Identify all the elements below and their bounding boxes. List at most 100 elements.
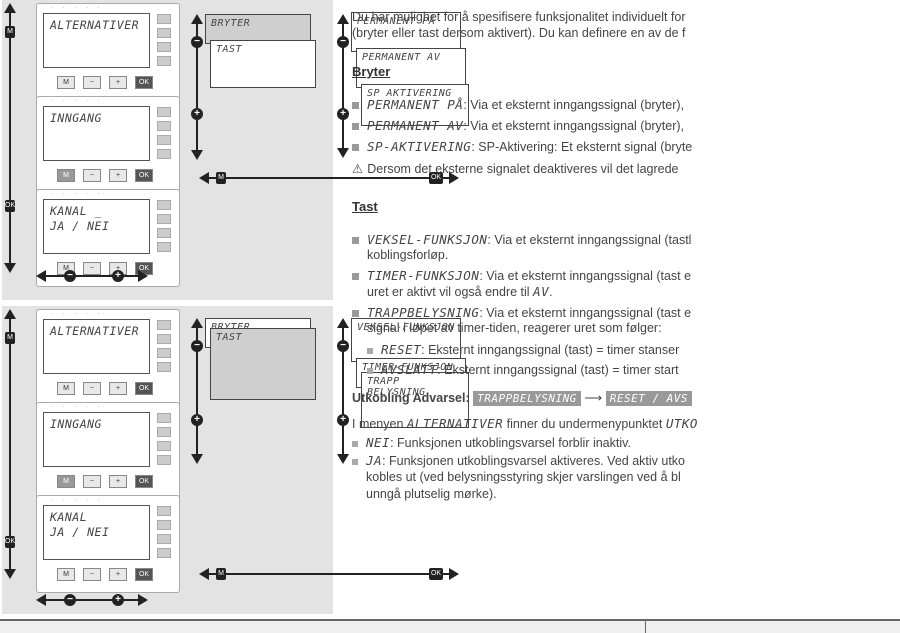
menu-option-tast[interactable]: TAST xyxy=(210,40,316,88)
plus-circle-icon: + xyxy=(112,594,124,606)
menu-option-sp-aktivering[interactable]: SP AKTIVERING xyxy=(361,84,469,126)
minus-button[interactable]: − xyxy=(83,568,101,581)
device-screen: · · · · · INNGANG M − + OK xyxy=(36,402,180,500)
menu-chip: RESET / AVS xyxy=(605,391,693,406)
menu-option-permanent-av[interactable]: PERMANENT AV xyxy=(356,48,466,88)
ok-button[interactable]: OK xyxy=(135,475,153,488)
horizontal-axis-line xyxy=(44,275,140,277)
arrow-right-icon xyxy=(138,270,148,282)
menu-chip: TRAPPBELYSNING xyxy=(473,391,581,406)
menu-option-veksel-funksjon[interactable]: VEKSEL-FUNKSJON xyxy=(351,318,461,362)
list-item-continuation: unngå plutselig mørke). xyxy=(366,487,497,501)
arrow-down-icon xyxy=(337,148,349,158)
plus-circle-icon: + xyxy=(337,108,349,120)
advarsel-line: Utkobling Advarsel: TRAPPBELYSNING ⟶ RES… xyxy=(352,390,693,406)
plus-circle-icon: + xyxy=(337,414,349,426)
ok-button-marker: OK xyxy=(429,568,443,580)
device-screen: · · · · · ALTERNATIVER M − + OK xyxy=(36,309,180,407)
bullet-icon xyxy=(352,123,359,131)
m-button-marker: M xyxy=(5,332,15,344)
arrow-down-icon xyxy=(4,263,16,273)
bullet-icon xyxy=(352,237,359,245)
menu-option-trapp-belysning[interactable]: TRAPP BELYSNING xyxy=(361,372,469,428)
plus-button[interactable]: + xyxy=(109,568,127,581)
plus-circle-icon: + xyxy=(191,108,203,120)
warning-triangle-icon: ⚠ xyxy=(352,162,364,176)
menu-option-tast[interactable]: TAST xyxy=(210,328,316,400)
plus-circle-icon: + xyxy=(112,270,124,282)
menu-option-bryter[interactable]: BRYTER xyxy=(205,14,311,44)
m-button-marker: M xyxy=(216,568,226,580)
sub-list-item: AVSLATT: Eksternt inngangssignal (tast) … xyxy=(367,362,679,377)
minus-circle-icon: − xyxy=(64,594,76,606)
bullet-icon xyxy=(352,310,359,318)
arrow-right-icon xyxy=(449,172,459,184)
plus-circle-icon: + xyxy=(191,414,203,426)
arrow-right-icon xyxy=(449,568,459,580)
minus-circle-icon: − xyxy=(191,340,203,352)
minus-circle-icon: − xyxy=(337,36,349,48)
arrow-up-icon xyxy=(337,318,349,328)
plus-button[interactable]: + xyxy=(109,382,127,395)
section-heading-bryter: Bryter xyxy=(352,64,391,79)
sub-list-item: RESET: Eksternt inngangssignal (tast) = … xyxy=(367,342,679,357)
plus-button[interactable]: + xyxy=(109,169,127,182)
m-button[interactable]: M xyxy=(57,475,75,488)
plus-button[interactable]: + xyxy=(109,475,127,488)
minus-button[interactable]: − xyxy=(83,262,101,275)
bullet-icon xyxy=(352,102,359,110)
menu-option-permanent-pa[interactable]: PERMANENT PÅ xyxy=(351,12,461,52)
lcd-display: KANAL _JA / NEI xyxy=(43,199,150,254)
bullet-icon xyxy=(367,347,373,354)
ok-button[interactable]: OK xyxy=(135,382,153,395)
warning-note: ⚠Dersom det eksterne signalet deaktivere… xyxy=(352,162,679,176)
m-button[interactable]: M xyxy=(57,76,75,89)
list-item-continuation: signal i løpet av timer-tiden, reagerer … xyxy=(367,321,662,335)
m-button-marker: M xyxy=(216,172,226,184)
ok-button[interactable]: OK xyxy=(135,169,153,182)
intro-line-2: (bryter eller tast dersom aktivert). Du … xyxy=(352,26,686,40)
arrow-left-icon xyxy=(199,568,209,580)
ok-button[interactable]: OK xyxy=(135,568,153,581)
plus-button[interactable]: + xyxy=(109,76,127,89)
minus-button[interactable]: − xyxy=(83,382,101,395)
arrow-down-icon xyxy=(191,454,203,464)
figure-panel-1: M OK · · · · · ALTERNATIVER M − + OK · ·… xyxy=(2,0,469,300)
list-item: JA: Funksjonen utkoblingsvarsel aktivere… xyxy=(352,453,685,468)
ok-button-marker: OK xyxy=(5,200,15,212)
arrow-left-icon xyxy=(36,270,46,282)
vertical-axis-line xyxy=(9,12,11,265)
minus-button[interactable]: − xyxy=(83,475,101,488)
minus-button[interactable]: − xyxy=(83,76,101,89)
intro-line-1: Du har mulighet for å spesifisere funksj… xyxy=(352,10,686,24)
lcd-display: INNGANG xyxy=(43,106,150,161)
section-heading-tast: Tast xyxy=(352,199,378,214)
arrow-down-icon xyxy=(4,569,16,579)
menu-description: I menyen ALTERNATIVER finner du undermen… xyxy=(352,416,698,431)
m-button[interactable]: M xyxy=(57,169,75,182)
arrow-up-icon xyxy=(337,14,349,24)
device-screen: · · · · · KANAL _JA / NEI M − + OK xyxy=(36,189,180,287)
list-item: VEKSEL-FUNKSJON: Via et eksternt inngang… xyxy=(352,232,691,247)
m-button[interactable]: M xyxy=(57,382,75,395)
minus-button[interactable]: − xyxy=(83,169,101,182)
bullet-icon xyxy=(367,367,373,374)
list-item-continuation: uret er aktivt vil også endre til AV. xyxy=(367,284,553,299)
figure-panel-2: M OK · · · · · ALTERNATIVER M − + OK · ·… xyxy=(2,306,469,614)
bullet-icon xyxy=(352,273,359,281)
list-item: TRAPPBELYSNING: Via et eksternt inngangs… xyxy=(352,305,691,320)
ok-button-marker: OK xyxy=(429,172,443,184)
arrow-down-icon xyxy=(191,150,203,160)
list-item-continuation: koblingsforløp. xyxy=(367,248,449,262)
page-footer-bar xyxy=(0,619,900,633)
ok-button[interactable]: OK xyxy=(135,76,153,89)
minus-circle-icon: − xyxy=(64,270,76,282)
arrow-left-icon xyxy=(36,594,46,606)
arrow-right-icon xyxy=(138,594,148,606)
arrow-left-icon xyxy=(199,172,209,184)
m-button-marker: M xyxy=(5,26,15,38)
arrow-up-icon xyxy=(191,318,203,328)
m-button[interactable]: M xyxy=(57,568,75,581)
